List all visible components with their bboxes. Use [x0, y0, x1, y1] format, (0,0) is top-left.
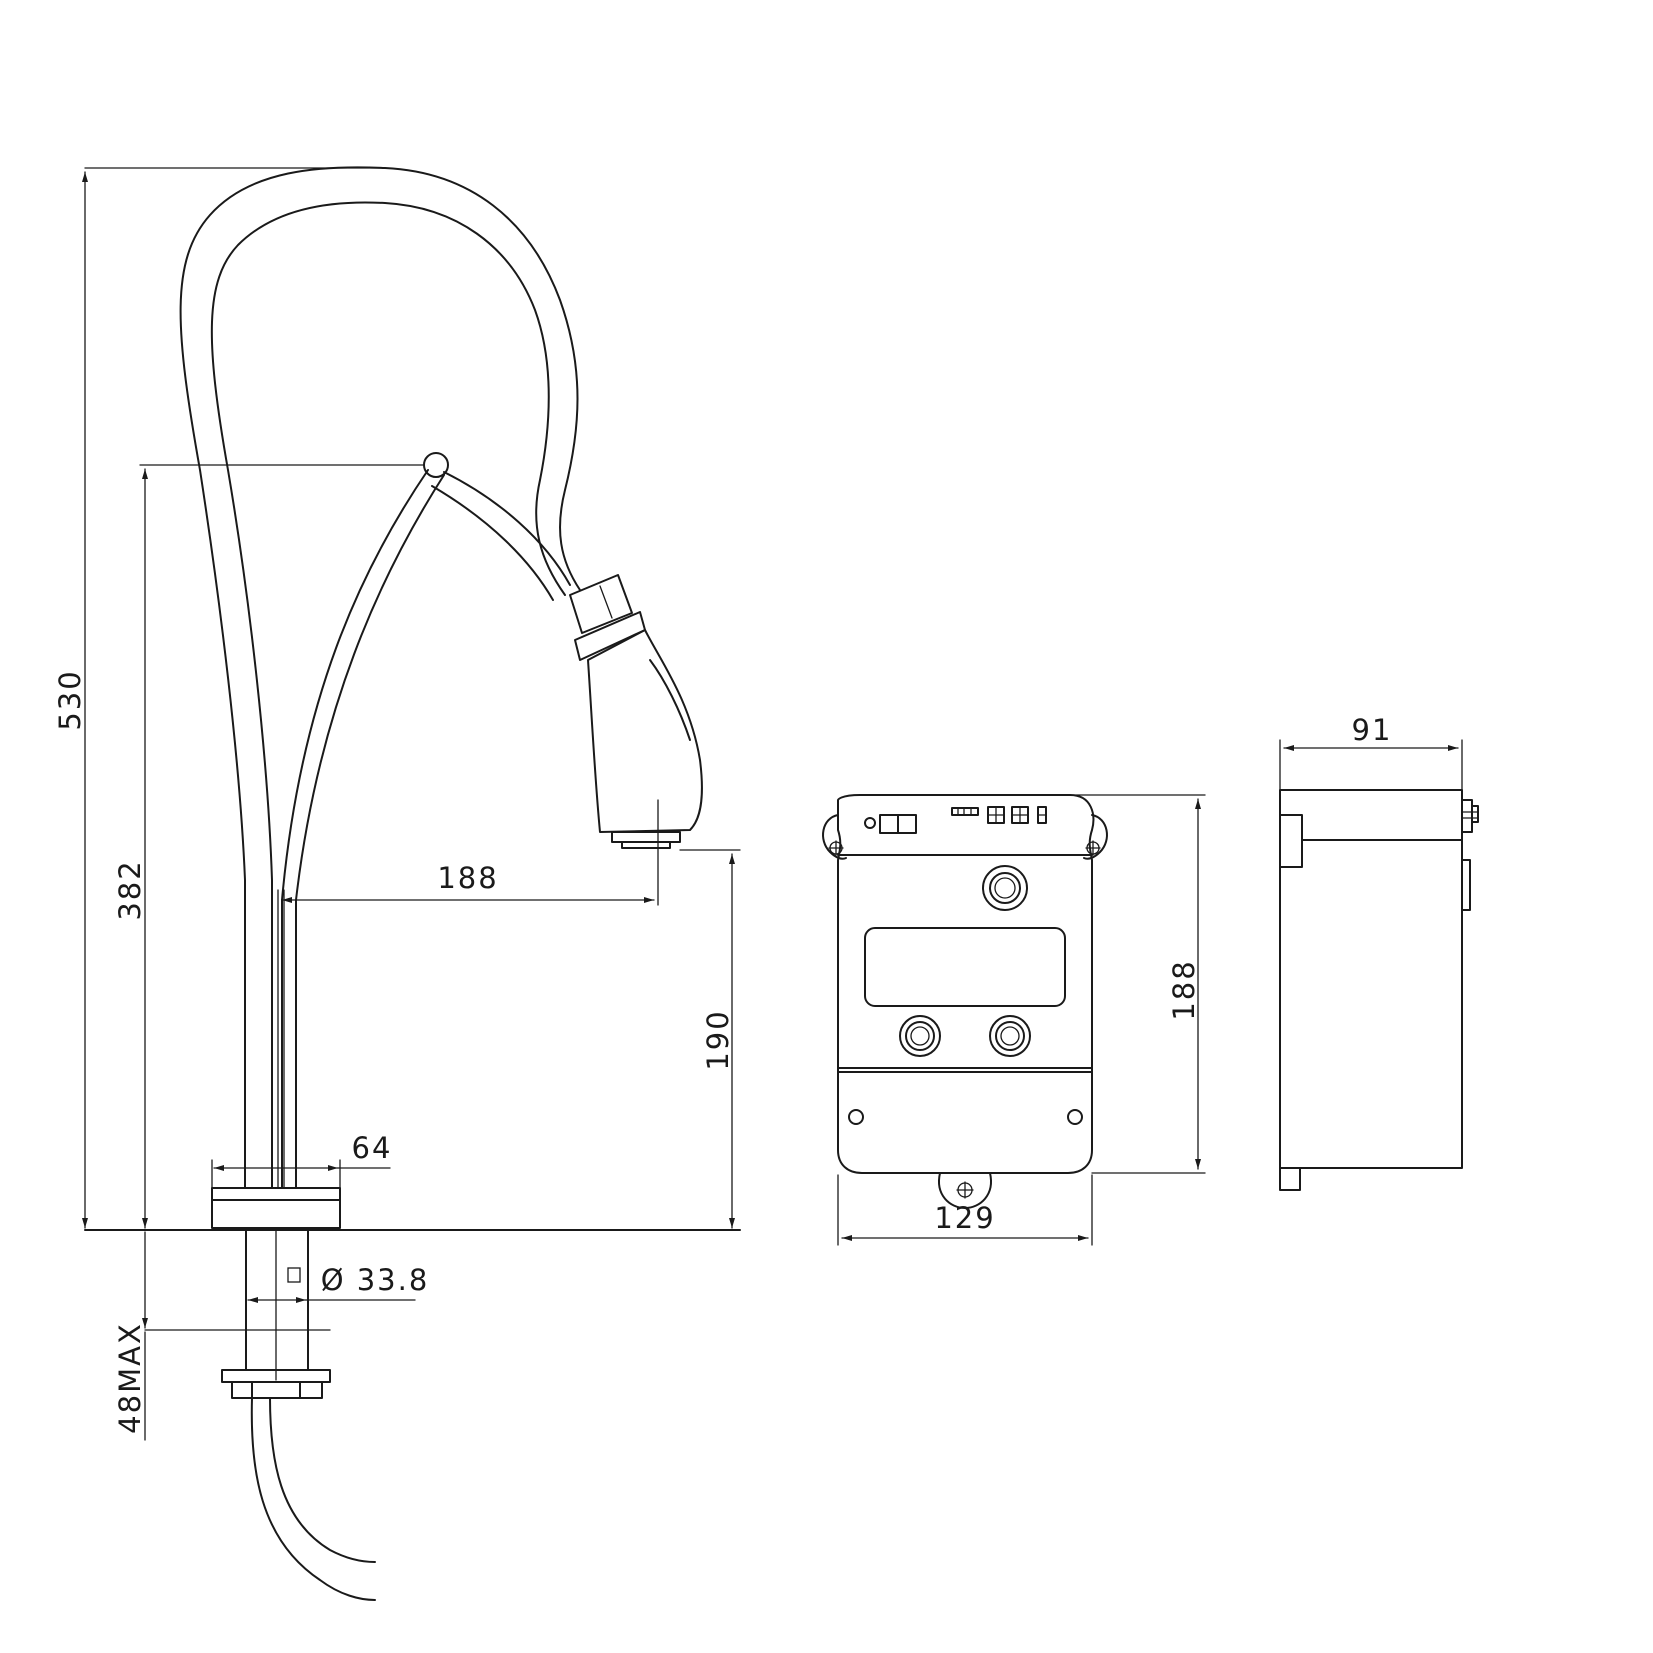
hose-collar — [569, 574, 633, 634]
screw-hole-right — [1067, 1109, 1083, 1125]
faucet-dimensions: 530 382 188 190 64 Ø 33.8 48MAX — [53, 167, 741, 1441]
control-box-front-view — [822, 794, 1108, 1209]
inlet-port-right — [989, 1015, 1031, 1057]
pivot-knob — [423, 452, 449, 478]
control-box-dimensions: 188 129 — [837, 794, 1206, 1246]
dim-190-label: 190 — [701, 1009, 735, 1070]
dim-91-label: 91 — [1352, 713, 1393, 747]
screw-hole-left — [848, 1109, 864, 1125]
inlet-port-left — [899, 1015, 941, 1057]
control-box-side-dimensions: 91 — [1279, 713, 1463, 791]
dim-188-reach-label: 188 — [437, 861, 498, 895]
spray-head — [587, 629, 703, 833]
power-indicator-icon — [864, 817, 876, 829]
dim-64-label: 64 — [352, 1131, 393, 1165]
dim-530-label: 530 — [53, 669, 87, 730]
dim-188-box-label: 188 — [1167, 959, 1201, 1020]
dim-shank-diameter-label: Ø 33.8 — [321, 1263, 430, 1297]
dim-382-label: 382 — [113, 859, 147, 920]
control-box-side-view — [1279, 789, 1479, 1191]
supply-hose — [250, 1397, 376, 1601]
control-box-window — [864, 927, 1066, 1007]
faucet-base — [211, 1187, 341, 1229]
dim-129-label: 129 — [934, 1201, 995, 1235]
outlet-port — [982, 865, 1028, 911]
dim-48max-label: 48MAX — [113, 1322, 147, 1434]
faucet-side-view — [84, 166, 741, 1601]
